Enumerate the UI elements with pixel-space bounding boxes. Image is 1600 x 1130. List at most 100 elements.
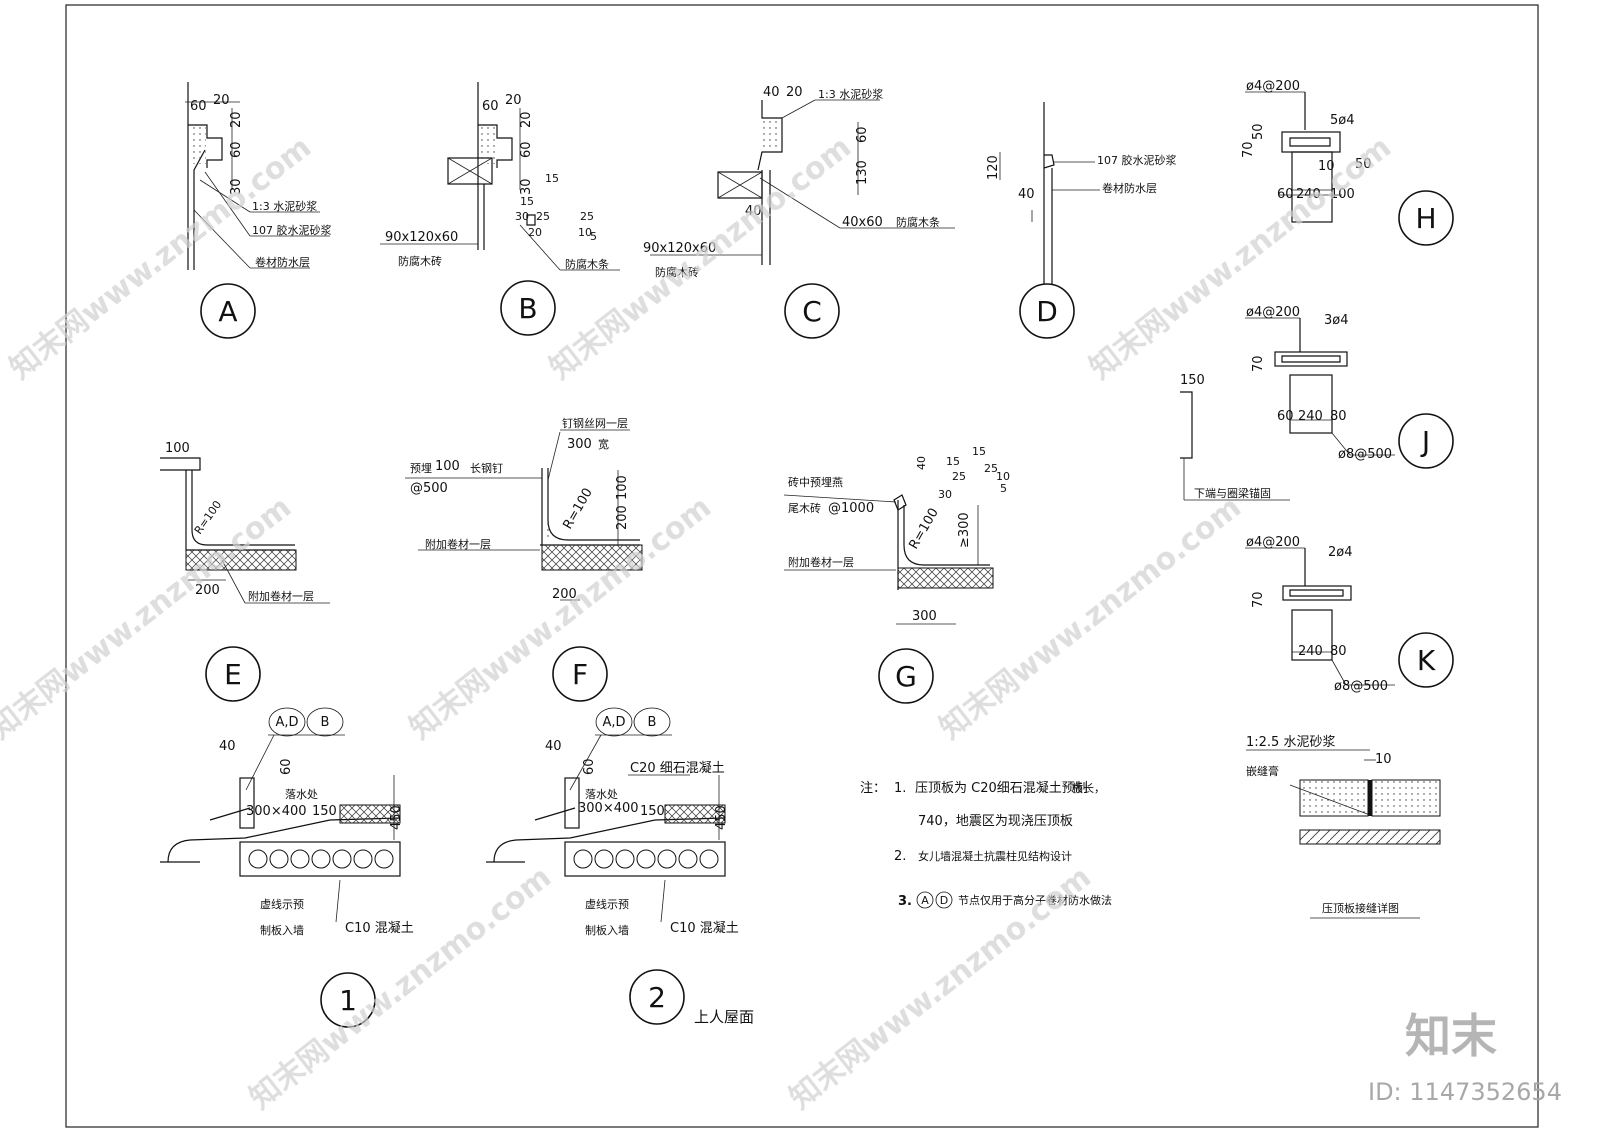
label-k: K <box>1417 644 1436 677</box>
dim-h-60: 60 <box>1277 187 1294 202</box>
dim-a-60: 60 <box>190 99 207 114</box>
label-circle-a <box>200 283 256 339</box>
notes-1b: 740，地震区为现浇压顶板 <box>918 814 1073 829</box>
notes-2-num: 2. <box>894 849 906 864</box>
detail-c: 40 20 60 130 40 1:3 水泥砂浆 40x60 防腐木条 90x1… <box>643 85 955 339</box>
label-c: C <box>802 295 822 328</box>
detail-d: 120 40 107 胶水泥砂浆 卷材防水层 D <box>986 102 1177 339</box>
label-g: G <box>895 660 917 693</box>
dim-k-2o4: 2ø4 <box>1328 545 1353 560</box>
dim-j-240: 240 <box>1298 409 1323 424</box>
watermark-4: 知末网www.znzmo.com <box>0 490 298 747</box>
label-circle-f <box>552 646 608 702</box>
note-b-3: 防腐木条 <box>565 257 609 271</box>
note-g-3: @1000 <box>828 501 874 516</box>
dim-k-70: 70 <box>1251 591 1266 608</box>
dim-f-r100: R=100 <box>560 486 595 532</box>
note-d-1: 107 胶水泥砂浆 <box>1097 153 1177 167</box>
dim-j-o8: ø8@500 <box>1338 447 1392 462</box>
label-circle-h <box>1398 190 1454 246</box>
dim-1-40: 40 <box>219 739 236 754</box>
note-f-5: @500 <box>410 481 448 496</box>
note-2-3: 虚线示预 <box>585 897 629 911</box>
dim-g-300b: 300 <box>912 609 937 624</box>
dim-b-25s: 25 <box>580 210 594 223</box>
tag-2-ad: A,D <box>602 715 625 730</box>
note-joint-2: 嵌缝膏 <box>1246 764 1279 778</box>
note-g-1: 砖中预埋燕 <box>788 475 843 489</box>
note-f-3: 预埋 <box>410 462 432 475</box>
label-circle-b <box>500 280 556 336</box>
dim-g-25b: 25 <box>984 462 998 475</box>
label-a: A <box>218 295 237 328</box>
label-circle-e <box>205 646 261 702</box>
note-c-3: 防腐木条 <box>896 215 940 229</box>
notes-3-d: D <box>940 894 948 907</box>
general-notes: 注： 1. 压顶板为 C20细石混凝土预制 板长， 740，地震区为现浇压顶板 … <box>860 780 1112 909</box>
detail-e: 100 R=100 200 附加卷材一层 E <box>160 441 330 702</box>
dim-d-40: 40 <box>1018 187 1035 202</box>
note-a-1: 1:3 水泥砂浆 <box>252 199 317 213</box>
note-2-2: 落水处 <box>585 788 618 801</box>
label-h: H <box>1415 202 1436 235</box>
label-circle-d <box>1019 283 1075 339</box>
note-g-4: 附加卷材一层 <box>788 555 854 569</box>
label-circle-c <box>784 283 840 339</box>
dim-h-10: 10 <box>1318 159 1335 174</box>
dim-h-100: 100 <box>1330 187 1355 202</box>
note-e-1: 附加卷材一层 <box>248 589 314 603</box>
label-1: 1 <box>339 984 357 1017</box>
dim-e-r100: R=100 <box>192 498 224 536</box>
dim-e-200: 200 <box>195 583 220 598</box>
joint-detail: 10 1:2.5 水泥砂浆 嵌缝膏 压顶板接缝详图 <box>1246 735 1441 919</box>
dim-h-50: 50 <box>1251 123 1266 140</box>
dim-j-80: 80 <box>1330 409 1347 424</box>
label-f: F <box>572 658 588 691</box>
note-d-2: 卷材防水层 <box>1102 181 1157 195</box>
dim-e-100: 100 <box>165 441 190 456</box>
dim-a-60b: 60 <box>229 141 244 158</box>
dim-f-100b: 100 <box>615 475 630 500</box>
dim-h-50b: 50 <box>1355 157 1372 172</box>
note-c-5: 防腐木砖 <box>655 265 699 279</box>
dim-h-rebar: ø4@200 <box>1246 79 1300 94</box>
dim-d-120: 120 <box>986 155 1001 180</box>
notes-3-num: 3. <box>898 894 912 909</box>
dim-b-20s: 20 <box>528 226 542 239</box>
dim-g-40: 40 <box>915 456 928 470</box>
dim-g-30: 30 <box>938 488 952 501</box>
dim-1-300x400: 300×400 <box>246 804 307 819</box>
dim-b-25: 25 <box>536 210 550 223</box>
label-b: B <box>518 292 537 325</box>
dim-2-40: 40 <box>545 739 562 754</box>
dim-b-15s: 15 <box>520 195 534 208</box>
notes-1-tail: 板长， <box>1072 781 1105 795</box>
notes-1: 压顶板为 C20细石混凝土预制 <box>915 780 1088 796</box>
dim-j-150: 150 <box>1180 373 1205 388</box>
notes-2: 女儿墙混凝土抗震柱见结构设计 <box>918 849 1072 863</box>
dim-h-240: 240 <box>1296 187 1321 202</box>
section-2: A,D B 40 60 C20 细石混凝土 落水处 300×400 150 45… <box>486 707 754 1026</box>
detail-g: 砖中预埋燕 尾木砖 @1000 附加卷材一层 40 15 25 30 15 25… <box>783 445 1010 704</box>
watermark-3: 知末网www.znzmo.com <box>1083 130 1398 387</box>
watermarks: 知末网www.znzmo.com 知末网www.znzmo.com 知末网www… <box>0 130 1398 1117</box>
dim-g-r100: R=100 <box>906 506 941 552</box>
note-2-5: C10 混凝土 <box>670 920 739 936</box>
note-f-2: 宽 <box>598 437 609 451</box>
notes-heading: 注： <box>860 781 886 796</box>
dim-2-450: 450 <box>714 805 729 830</box>
dim-k-o8: ø8@500 <box>1334 679 1388 694</box>
dim-f-300: 300 <box>567 437 592 452</box>
note-2-4: 制板入墙 <box>585 923 629 937</box>
brand-id: ID: 1147352654 <box>1368 1078 1562 1106</box>
note-f-4: 长钢钉 <box>470 462 503 475</box>
note-b-2: 防腐木砖 <box>398 254 442 268</box>
tag-2-b: B <box>648 715 657 730</box>
note-g-2: 尾木砖 <box>788 501 821 515</box>
dim-j-70: 70 <box>1251 355 1266 372</box>
dim-j-60: 60 <box>1277 409 1294 424</box>
detail-a: 60 20 20 60 30 1:3 水泥砂浆 107 胶水泥砂浆 卷材防水层 … <box>185 82 332 339</box>
caption-2: 上人屋面 <box>694 1008 754 1026</box>
dim-2-60: 60 <box>582 758 597 775</box>
dim-c-40: 40 <box>763 85 780 100</box>
